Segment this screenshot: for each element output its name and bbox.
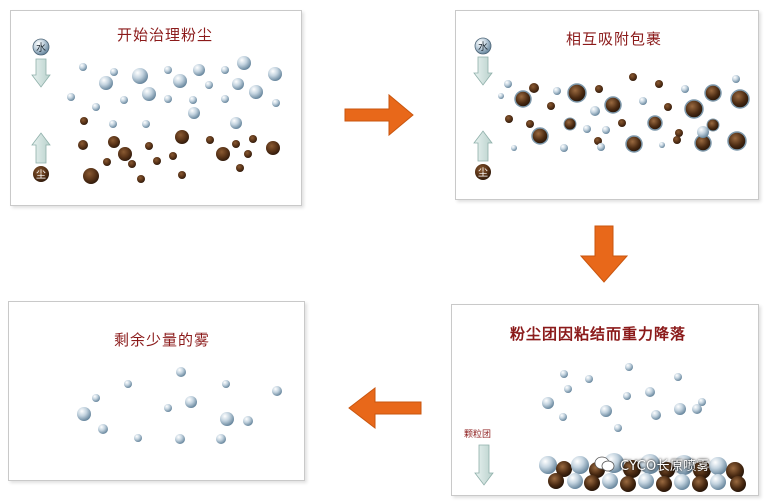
water-label: 水 bbox=[36, 42, 46, 54]
down-indicator-arrow bbox=[473, 56, 493, 86]
water-label: 水 bbox=[478, 41, 488, 53]
panel-title: 粉尘团因粘结而重力降落 bbox=[510, 325, 687, 343]
panel-remaining-mist: 剩余少量的雾 bbox=[8, 301, 305, 481]
panel-title: 开始治理粉尘 bbox=[117, 26, 214, 44]
watermark-text: CYCO长原喷雾 bbox=[620, 459, 710, 474]
panel-start-treatment: 水 尘 bbox=[10, 10, 302, 206]
flow-arrow-right bbox=[344, 93, 414, 137]
wrapped-particles bbox=[505, 73, 750, 153]
panel-mutual-adsorption: 水 尘 bbox=[455, 10, 759, 200]
up-indicator-arrow bbox=[31, 132, 51, 164]
dust-particles bbox=[78, 117, 280, 184]
wechat-logo-icon bbox=[594, 456, 615, 472]
water-droplets bbox=[498, 75, 740, 152]
panel-title: 剩余少量的雾 bbox=[114, 331, 211, 349]
dust-label: 尘 bbox=[478, 167, 488, 179]
flow-arrow-left bbox=[348, 386, 422, 430]
water-droplets bbox=[77, 367, 282, 444]
dust-label-icon: 尘 bbox=[475, 164, 491, 180]
cluster-label: 颗粒团 bbox=[464, 428, 491, 440]
panel-title: 相互吸附包裹 bbox=[566, 30, 663, 48]
dust-label: 尘 bbox=[36, 169, 46, 181]
up-indicator-arrow bbox=[473, 130, 493, 162]
water-label-icon: 水 bbox=[32, 38, 50, 56]
water-label-icon: 水 bbox=[474, 37, 492, 55]
down-indicator-arrow bbox=[474, 444, 494, 486]
flow-arrow-down bbox=[579, 225, 629, 283]
water-droplets bbox=[67, 56, 282, 129]
down-indicator-arrow bbox=[31, 58, 51, 88]
water-droplets bbox=[542, 363, 706, 432]
dust-label-icon: 尘 bbox=[33, 166, 49, 182]
